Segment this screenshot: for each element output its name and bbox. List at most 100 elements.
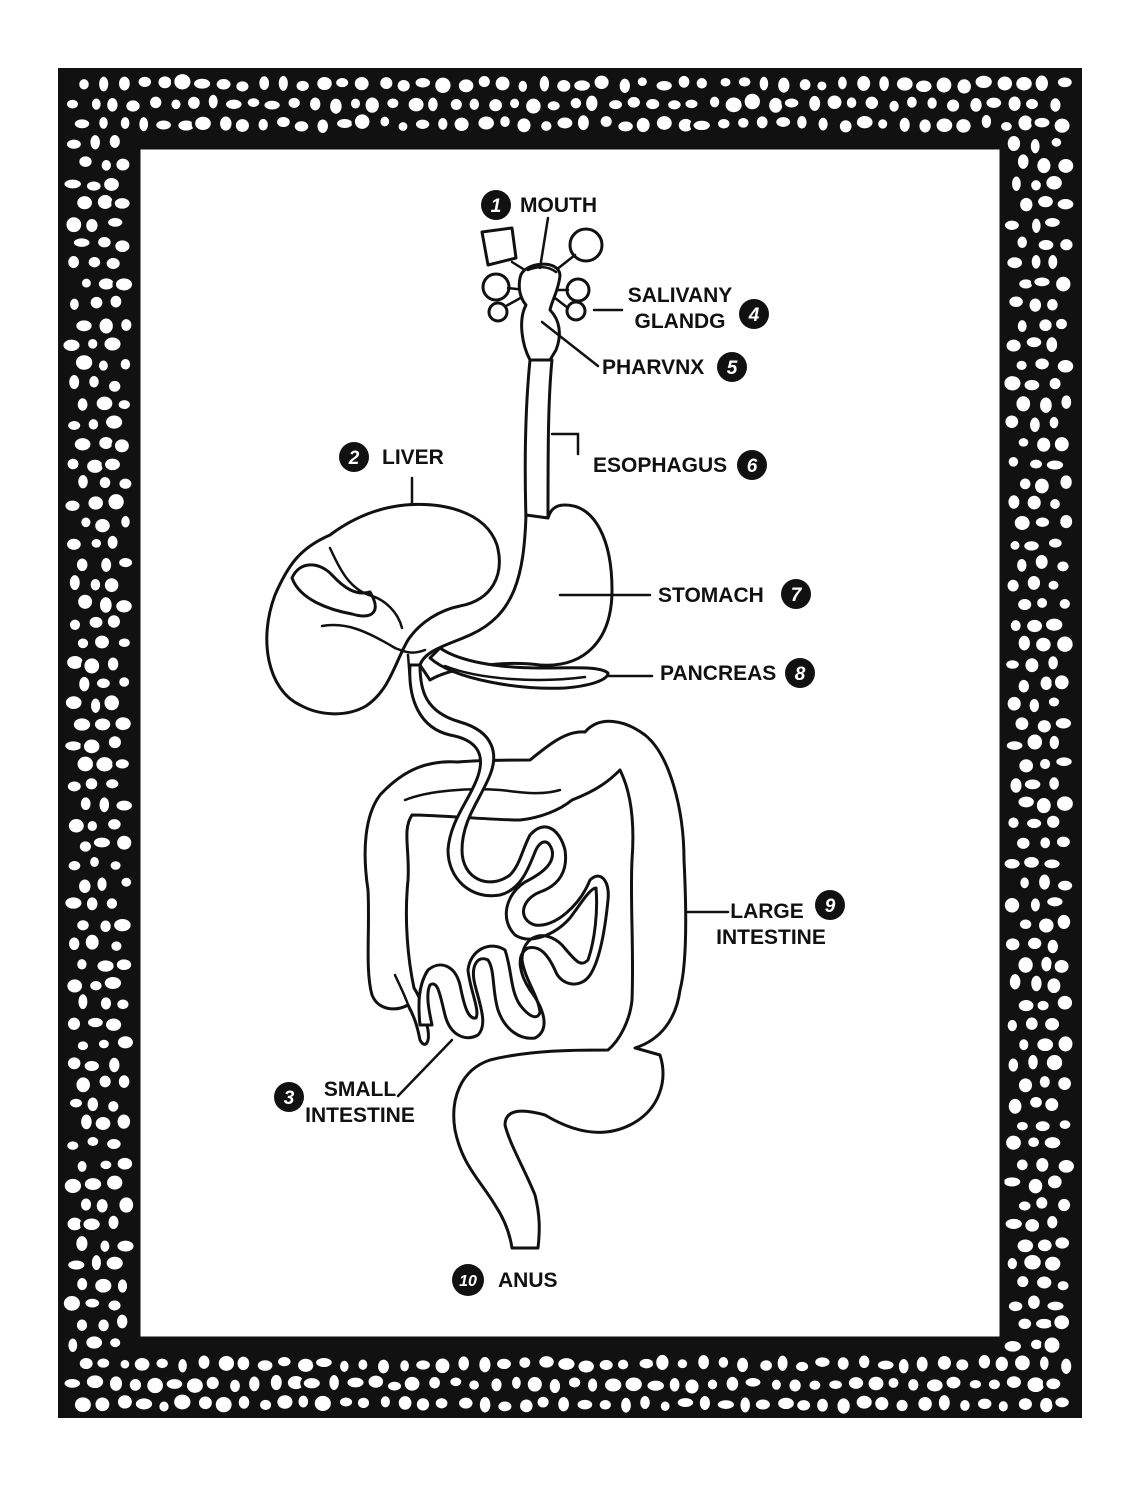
pebble — [1013, 1156, 1032, 1174]
pebble — [1032, 1117, 1054, 1135]
pebble — [71, 115, 93, 132]
pebble — [1005, 293, 1027, 311]
pebble — [72, 351, 96, 374]
pebble — [170, 1391, 194, 1413]
pebble — [634, 73, 651, 90]
pebble — [1037, 953, 1056, 975]
pebble — [781, 95, 802, 111]
pebble — [71, 1393, 95, 1416]
pebble — [377, 1392, 394, 1411]
pebble — [903, 93, 921, 112]
pebble — [114, 1032, 137, 1052]
pebble — [597, 112, 616, 131]
pebble — [1053, 557, 1073, 575]
pebble — [1012, 73, 1036, 94]
pebble — [205, 91, 222, 112]
pebble — [772, 113, 794, 131]
pebble — [515, 77, 531, 96]
pebble — [714, 1396, 738, 1413]
pebble — [74, 394, 91, 415]
pebble — [845, 1373, 867, 1393]
pebble — [933, 74, 955, 96]
pebble — [432, 1354, 453, 1377]
pebble — [70, 234, 94, 251]
pebble — [1013, 357, 1031, 374]
pebble — [785, 1376, 805, 1395]
pebble — [61, 497, 84, 515]
pebble — [1015, 1074, 1036, 1096]
pebble — [326, 95, 346, 118]
esophagus-number: 6 — [747, 456, 758, 477]
pebble — [93, 1195, 112, 1216]
pebble — [1031, 475, 1053, 497]
pebble — [273, 1391, 296, 1413]
pebble — [83, 456, 107, 477]
pebble — [1001, 217, 1023, 234]
salivary-number: 4 — [748, 305, 760, 326]
pebble — [104, 490, 128, 513]
pebble — [434, 114, 451, 134]
pebble — [101, 574, 122, 596]
pebble — [104, 1097, 122, 1116]
pebble — [1043, 1298, 1068, 1314]
pebble — [741, 90, 764, 113]
pebble — [825, 1376, 846, 1393]
pebble — [92, 1113, 114, 1134]
pebble — [1035, 236, 1057, 254]
pebble — [232, 77, 252, 95]
pebble — [1023, 1373, 1048, 1396]
pebble — [65, 371, 83, 393]
pebble — [636, 1355, 657, 1372]
pebble — [1054, 1277, 1073, 1294]
pebble — [87, 575, 104, 594]
pebble — [64, 1014, 84, 1034]
pebble — [1033, 594, 1051, 612]
pebble — [885, 1374, 902, 1392]
pebble — [103, 254, 124, 273]
pebble — [65, 934, 83, 954]
liver — [265, 502, 501, 716]
pebble — [336, 1394, 356, 1410]
pebble — [1052, 753, 1076, 770]
pebble — [1011, 1352, 1034, 1374]
pebble — [61, 737, 86, 754]
pebble — [465, 1376, 483, 1394]
pebble — [195, 1392, 216, 1413]
pebble — [614, 117, 637, 135]
pebble — [96, 315, 117, 337]
pebble — [111, 236, 133, 256]
pebble — [91, 1393, 113, 1415]
pebble — [1005, 1095, 1025, 1118]
pebble — [274, 1353, 295, 1370]
pebble — [1023, 616, 1046, 636]
pebble — [96, 916, 115, 936]
pebble — [1011, 512, 1034, 534]
pebble — [106, 131, 124, 152]
pebble — [914, 1393, 936, 1415]
pebble — [1016, 475, 1034, 493]
pebble — [113, 1311, 131, 1332]
pebble — [1021, 1215, 1043, 1236]
pebble — [73, 916, 93, 934]
pebble — [633, 114, 654, 136]
pebble — [273, 113, 294, 131]
pebble — [893, 73, 917, 95]
pebble — [516, 1396, 537, 1416]
large-intestine-text-2: INTESTINE — [716, 926, 826, 949]
pebble — [226, 1376, 244, 1396]
pebble — [1016, 873, 1033, 892]
pharynx-number: 5 — [727, 358, 738, 379]
pebble — [73, 192, 96, 213]
pebble — [275, 72, 292, 95]
pebble — [103, 94, 122, 116]
pebble — [97, 993, 115, 1013]
stomach-number: 7 — [791, 585, 803, 606]
pebble — [862, 93, 882, 113]
pebble — [61, 893, 85, 913]
pebble — [1007, 616, 1025, 635]
pebble — [614, 1356, 632, 1373]
pebble — [1014, 1315, 1035, 1333]
pebble — [115, 1071, 133, 1092]
pebble — [1004, 693, 1025, 715]
pebble — [1004, 1016, 1021, 1035]
